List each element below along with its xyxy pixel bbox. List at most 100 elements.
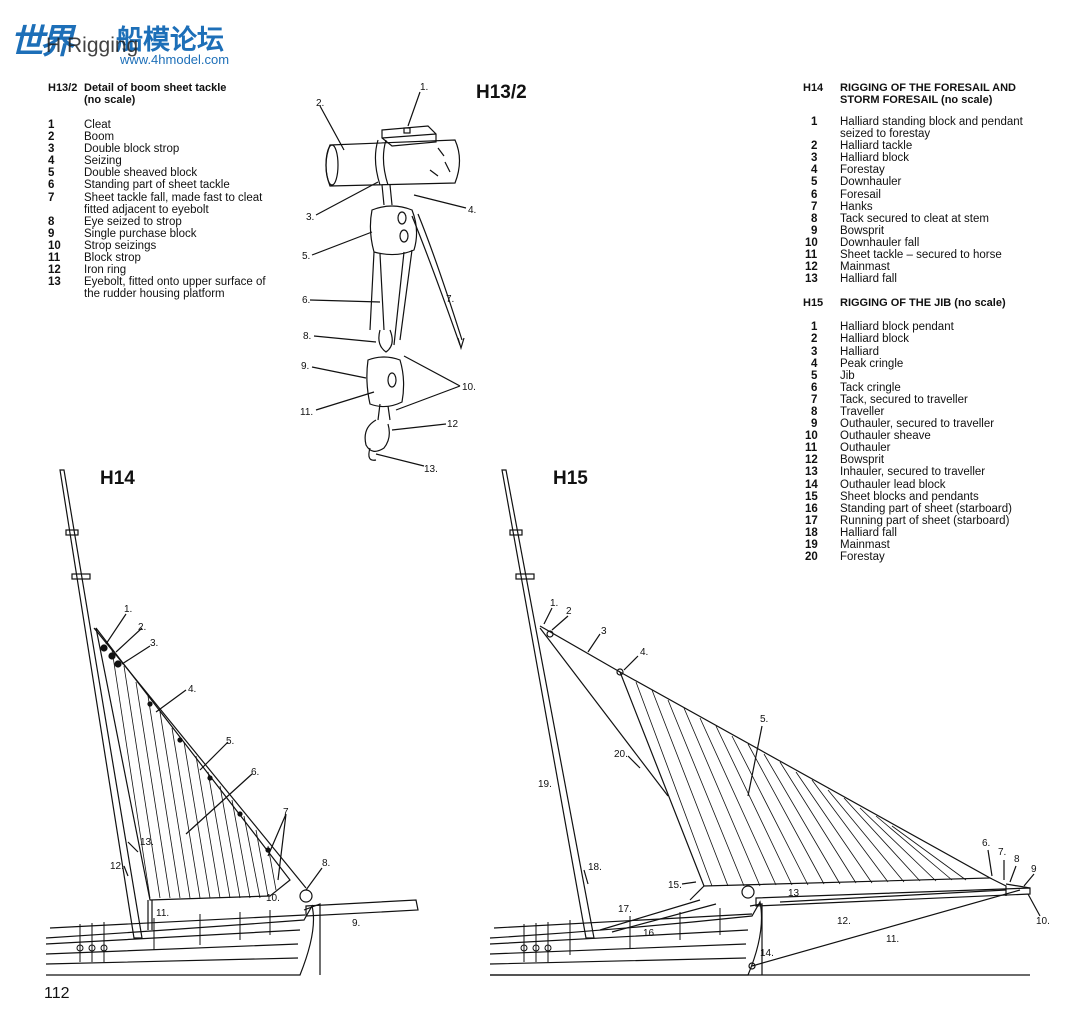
- h15-figure-label: H15: [553, 468, 588, 489]
- h14-caption: H14 RIGGING OF THE FORESAIL AND STORM FO…: [803, 82, 1053, 563]
- h13-2-drawing: [309, 91, 467, 467]
- callout: 3: [601, 626, 607, 637]
- h15-title: RIGGING OF THE JIB (no scale): [840, 297, 1006, 310]
- callout: 8: [1014, 854, 1020, 865]
- callout: 7.: [998, 847, 1006, 858]
- h15-halliard: [539, 625, 621, 673]
- h14-foresail: [95, 627, 291, 901]
- single-block: [366, 356, 405, 408]
- callout: 12.: [110, 861, 124, 872]
- callout: 20.: [614, 749, 628, 760]
- callout: 16: [643, 928, 655, 939]
- callout: 9.: [301, 361, 309, 372]
- double-block: [369, 205, 418, 256]
- callout: 2: [566, 606, 572, 617]
- h14-title-line2: STORM FORESAIL (no scale): [840, 94, 993, 106]
- callout: 10.: [462, 382, 476, 393]
- h15-hull: [489, 900, 763, 976]
- h14-figure-label: H14: [100, 468, 135, 489]
- h13-2-figure-label: H13/2: [476, 82, 527, 103]
- callout: 2.: [316, 98, 324, 109]
- callout: 4.: [188, 684, 196, 695]
- legend-item: fitted adjacent to eyebolt: [84, 203, 209, 216]
- h15-jib: [618, 670, 993, 887]
- legend-item: the rudder housing platform: [84, 288, 225, 301]
- h15-mainmast: [501, 469, 595, 939]
- callout: 1.: [420, 82, 428, 93]
- h14-drawing: [45, 469, 419, 976]
- h13-2-callouts: 1. 2. 3. 4. 5. 6. 7. 8. 9. 10. 11. 12 13…: [300, 82, 476, 475]
- h14-hull: [45, 904, 315, 976]
- callout: 9.: [352, 918, 360, 929]
- callout: 1.: [124, 604, 132, 615]
- h15-caption: H15 RIGGING OF THE JIB (no scale): [803, 297, 1053, 309]
- callout: 10.: [266, 893, 280, 904]
- h14-callouts: 1. 2. 3. 4. 5. 6. 7 8. 9. 10. 11. 12. 13…: [110, 604, 360, 929]
- callout: 15.: [668, 880, 682, 891]
- callout: 7: [283, 807, 289, 818]
- callout: 11.: [886, 934, 899, 945]
- h15-forestay: [539, 627, 669, 797]
- h15-callouts: 1. 2 3 4. 5. 6. 7. 8 9 10. 11. 12. 13 14…: [538, 598, 1050, 959]
- h13-2-caption: H13/2 Detail of boom sheet tackle (no sc…: [48, 82, 288, 300]
- callout: 6.: [982, 838, 990, 849]
- callout: 12: [447, 419, 459, 430]
- callout: 4.: [640, 647, 648, 658]
- callout: 11.: [156, 908, 169, 919]
- h13-2-title-line2: (no scale): [84, 94, 136, 106]
- callout: 5.: [302, 251, 310, 262]
- page-title: H Rigging: [46, 34, 139, 57]
- callout: 5.: [760, 714, 768, 725]
- callout: 6.: [251, 767, 259, 778]
- h13-2-title-line1: Detail of boom sheet tackle: [84, 82, 227, 94]
- callout: 6.: [302, 295, 310, 306]
- h13-2-code: H13/2: [48, 82, 78, 94]
- callout: 3.: [306, 212, 314, 223]
- callout: 1.: [550, 598, 558, 609]
- h15-code: H15: [803, 297, 824, 310]
- callout: 4.: [468, 205, 476, 216]
- callout: 9: [1031, 864, 1037, 875]
- callout: 8.: [303, 331, 311, 342]
